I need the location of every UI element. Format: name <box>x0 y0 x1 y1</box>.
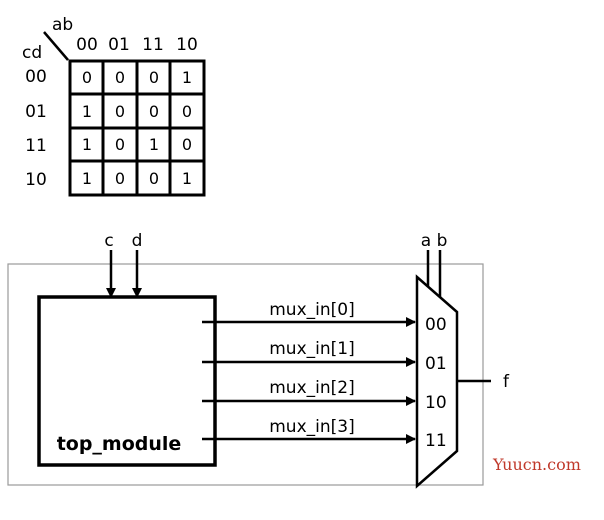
input-d-label: d <box>132 231 143 251</box>
kmap-cell: 1 <box>149 135 159 154</box>
circuit-diagram: c d top_module mux_in[0] mux_in[1] mux_i… <box>7 231 510 489</box>
select-b-label: b <box>437 231 448 251</box>
kmap-row-var: cd <box>22 43 42 63</box>
watermark: Yuucn.com <box>492 455 581 474</box>
kmap-cell: 1 <box>82 102 92 121</box>
kmap-cell: 0 <box>149 169 159 188</box>
kmap-cell: 0 <box>149 68 159 87</box>
input-c-label: c <box>104 231 113 251</box>
kmap-cells: 0 0 0 1 1 0 0 0 1 0 1 0 1 0 0 1 <box>82 68 192 188</box>
mux-port-00: 00 <box>425 315 447 335</box>
mux-port-10: 10 <box>425 393 447 413</box>
kmap-row-header: 10 <box>25 170 47 190</box>
kmap-cell: 0 <box>115 68 125 87</box>
kmap-cell: 0 <box>182 102 192 121</box>
circuit-outer-frame <box>7 263 484 486</box>
kmap-row-header: 00 <box>25 67 47 87</box>
kmap-cell: 0 <box>149 102 159 121</box>
kmap-cell: 1 <box>82 135 92 154</box>
output-label: f <box>503 372 510 392</box>
kmap-grid <box>68 59 206 197</box>
mux-port-11: 11 <box>425 431 447 451</box>
karnaugh-map: ab cd 00 01 11 10 00 01 11 10 0 0 0 <box>22 15 206 197</box>
kmap-col-header: 11 <box>142 35 164 55</box>
kmap-row-headers: 00 01 11 10 <box>25 67 47 190</box>
kmap-col-headers: 00 01 11 10 <box>76 35 198 55</box>
wire-label-mux-in-1: mux_in[1] <box>269 339 354 359</box>
kmap-cell: 0 <box>115 169 125 188</box>
kmap-col-header: 01 <box>108 35 130 55</box>
kmap-cell: 0 <box>115 135 125 154</box>
module-name: top_module <box>57 433 182 455</box>
select-a-label: a <box>421 231 431 251</box>
mux-port-01: 01 <box>425 354 447 374</box>
kmap-corner-diagonal <box>43 31 69 61</box>
kmap-col-header: 10 <box>176 35 198 55</box>
wire-label-mux-in-0: mux_in[0] <box>269 300 354 320</box>
kmap-cell: 0 <box>182 135 192 154</box>
kmap-row-header: 11 <box>25 136 47 156</box>
wire-label-mux-in-2: mux_in[2] <box>269 378 354 398</box>
wire-label-mux-in-3: mux_in[3] <box>269 417 354 437</box>
kmap-cell: 1 <box>182 68 192 87</box>
kmap-col-var: ab <box>52 15 73 35</box>
kmap-cell: 1 <box>182 169 192 188</box>
kmap-cell: 1 <box>82 169 92 188</box>
multiplexer <box>415 274 459 489</box>
kmap-cell: 0 <box>115 102 125 121</box>
kmap-cell: 0 <box>82 68 92 87</box>
kmap-col-header: 00 <box>76 35 98 55</box>
kmap-row-header: 01 <box>25 102 47 122</box>
top-module-box <box>37 295 217 467</box>
